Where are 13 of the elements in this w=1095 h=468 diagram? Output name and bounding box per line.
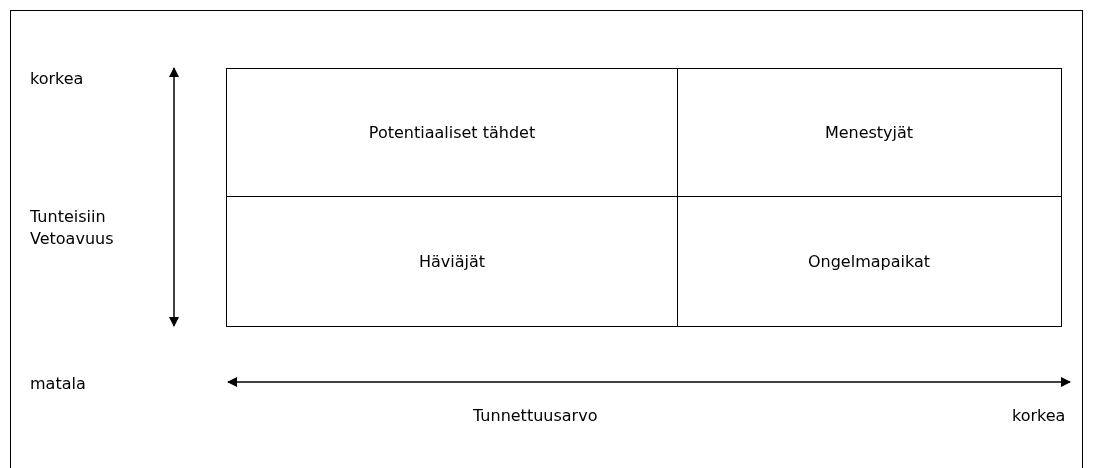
- quadrant-label: Menestyjät: [824, 123, 914, 142]
- axis-end-label: korkea: [1012, 405, 1066, 427]
- axis-title: Tunteisiin Vetoavuus: [30, 206, 115, 250]
- quadrant-cell: [226, 68, 678, 197]
- quadrant-label: Potentiaaliset tähdet: [368, 123, 536, 142]
- quadrant-cell: [677, 68, 1062, 197]
- quadrant-label: Ongelmapaikat: [807, 251, 930, 271]
- axis-end-label: matala: [30, 373, 86, 395]
- quadrant-label: Häviäjät: [418, 251, 486, 271]
- quadrant-cell: [226, 196, 678, 327]
- axis-title: Tunnettuusarvo: [473, 405, 598, 427]
- quadrant-cell: [677, 196, 1062, 327]
- axis-end-label: korkea: [30, 68, 84, 90]
